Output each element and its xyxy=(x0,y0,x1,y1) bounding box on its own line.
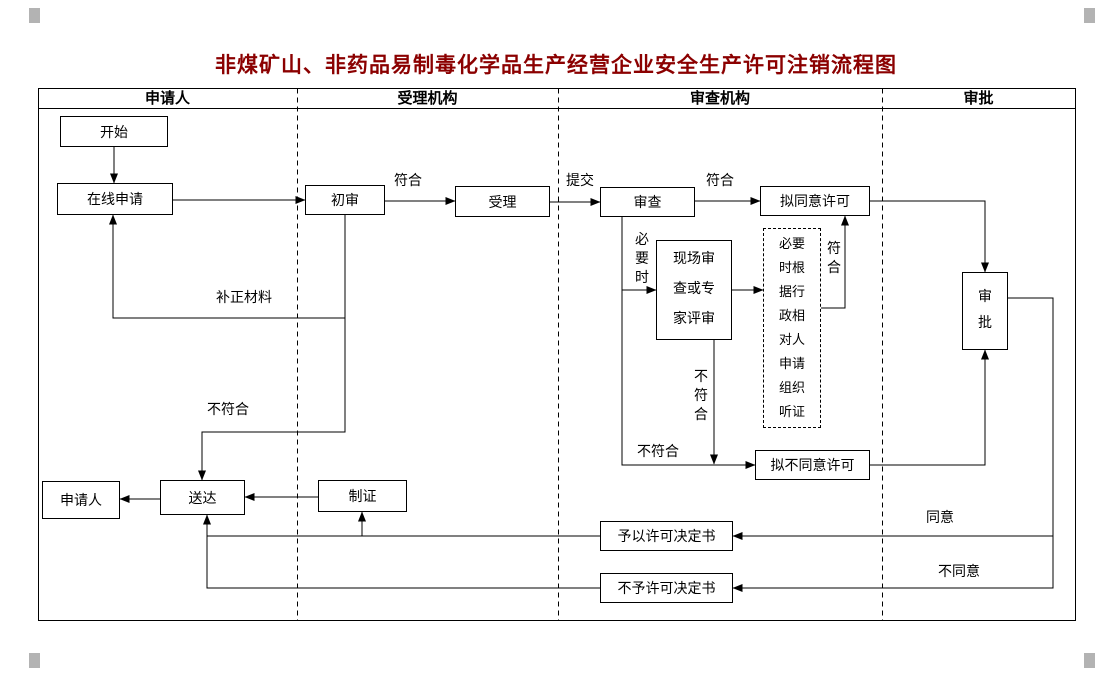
node-onsite-expert-review-label: 现场审查或专家评审 xyxy=(673,252,715,327)
edge-label-agree: 同意 xyxy=(926,511,954,526)
edge-deny-decision-to-deliver xyxy=(203,514,600,589)
node-hearing-label: 必要时根据行政相对人申请组织听证 xyxy=(778,236,805,419)
edge-approval-disagree-to-deny-decision xyxy=(732,297,1054,592)
edge-label-conform-initial: 符合 xyxy=(394,174,422,189)
lane-header-applicant: 申请人 xyxy=(38,90,297,108)
node-start-label: 开始 xyxy=(100,125,128,141)
edge-initial-review-notconform-to-deliver xyxy=(198,318,346,481)
node-online-apply-label: 在线申请 xyxy=(87,193,143,208)
node-approval: 审批 xyxy=(962,272,1008,350)
node-review-label: 审查 xyxy=(633,196,662,211)
node-make-certificate: 制证 xyxy=(318,480,407,512)
edge-hearing-conform-to-propose-approve xyxy=(821,215,849,309)
edge-propose-deny-to-approval xyxy=(870,349,989,466)
node-initial-review-label: 初审 xyxy=(331,194,359,209)
node-deny-decision: 不予许可决定书 xyxy=(600,573,733,603)
node-grant-decision: 予以许可决定书 xyxy=(600,521,733,551)
node-make-certificate-label: 制证 xyxy=(348,490,377,505)
edge-initial-review-supplement-to-online-apply xyxy=(109,214,346,319)
edge-label-disagree: 不同意 xyxy=(938,565,980,580)
edge-label-not-conform-initial: 不符合 xyxy=(207,403,249,418)
edge-label-supplement-materials: 补正材料 xyxy=(216,291,272,306)
node-deliver: 送达 xyxy=(160,480,245,515)
node-online-apply: 在线申请 xyxy=(57,183,173,215)
lane-header-review-org: 审查机构 xyxy=(558,90,882,108)
lane-header-acceptance-org: 受理机构 xyxy=(297,90,558,108)
node-applicant-label: 申请人 xyxy=(60,494,102,509)
node-initial-review: 初审 xyxy=(305,185,385,215)
lane-header-applicant-label: 申请人 xyxy=(144,91,190,107)
lane-header-approval: 审批 xyxy=(882,90,1075,108)
node-grant-decision-label: 予以许可决定书 xyxy=(617,530,716,545)
page-margin-mark-bottom-left xyxy=(29,653,40,668)
edge-label-conform-hearing: 符合 xyxy=(827,242,841,276)
page-margin-mark-bottom-right xyxy=(1084,653,1095,668)
edge-propose-approve-to-approval xyxy=(870,200,989,273)
node-accept: 受理 xyxy=(455,186,550,217)
node-applicant: 申请人 xyxy=(42,481,120,519)
node-propose-deny-label: 拟不同意许可 xyxy=(770,459,855,474)
node-accept-label: 受理 xyxy=(488,195,517,211)
lane-header-approval-label: 审批 xyxy=(963,91,994,107)
node-propose-approve: 拟同意许可 xyxy=(760,186,870,216)
node-approval-label: 审批 xyxy=(978,290,992,331)
edge-label-conform-review: 符合 xyxy=(706,174,734,189)
node-deny-decision-label: 不予许可决定书 xyxy=(617,582,716,597)
edge-label-not-conform-review: 不符合 xyxy=(637,445,679,460)
node-propose-approve-label: 拟同意许可 xyxy=(780,195,850,210)
edge-label-not-conform-onsite: 不符合 xyxy=(694,370,708,423)
node-onsite-expert-review: 现场审查或专家评审 xyxy=(656,240,732,340)
node-hearing: 必要时根据行政相对人申请组织听证 xyxy=(763,228,821,428)
edge-label-when-necessary: 必要时 xyxy=(635,233,649,286)
lane-header-review-org-label: 审查机构 xyxy=(689,91,750,107)
lane-header-acceptance-org-label: 受理机构 xyxy=(397,91,458,107)
node-deliver-label: 送达 xyxy=(188,491,217,507)
node-review: 审查 xyxy=(600,187,695,217)
edge-label-submit: 提交 xyxy=(566,174,594,189)
node-propose-deny: 拟不同意许可 xyxy=(755,450,870,480)
node-start: 开始 xyxy=(60,116,168,147)
page-title: 非煤矿山、非药品易制毒化学品生产经营企业安全生产许可注销流程图 xyxy=(215,53,897,77)
diagram-border xyxy=(38,88,1076,621)
page-margin-mark-top-left xyxy=(29,8,40,23)
page-margin-mark-top-right xyxy=(1084,8,1095,23)
edge-review-notconform-to-propose-deny xyxy=(621,290,756,469)
